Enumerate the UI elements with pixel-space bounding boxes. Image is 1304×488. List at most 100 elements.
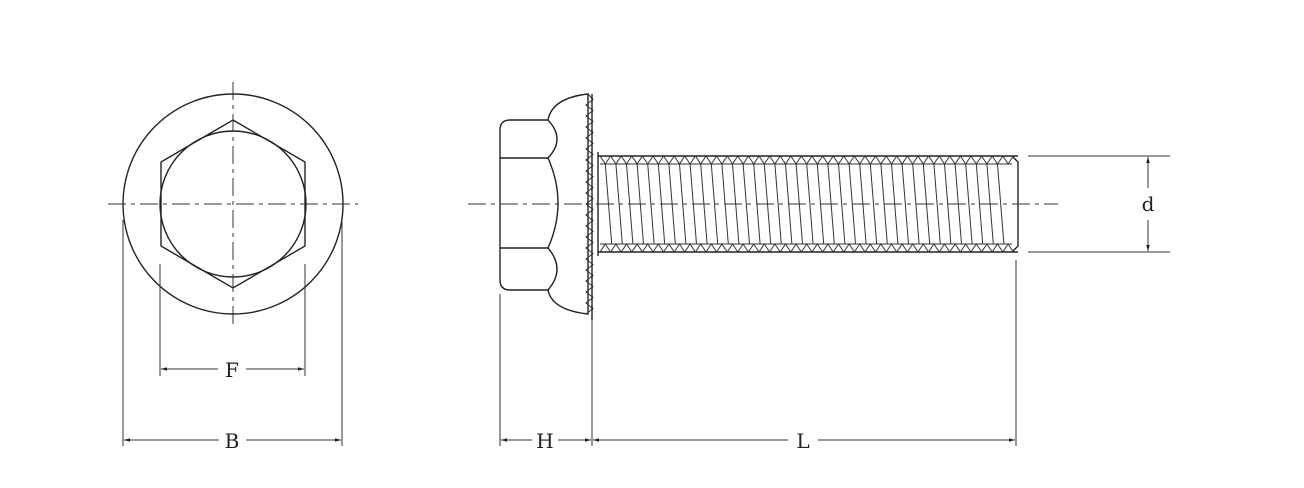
thread-flank [912,163,920,245]
dimension-label-f: F [225,358,239,382]
thread-crest [853,155,866,165]
thread-flank [679,163,687,245]
thread-crest [652,243,665,253]
thread-crest [1002,155,1014,165]
thread-crest [652,155,665,165]
thread-crest [747,243,760,253]
thread-crest [620,243,633,253]
thread-crest [875,243,887,253]
thread-crest [694,243,707,253]
thread-pattern [599,155,1014,253]
thread-crest [832,155,845,165]
thread-crest [790,243,802,253]
thread-crest [832,243,845,253]
thread-crest [1002,243,1014,253]
thread-crest [822,243,834,253]
thread-crest [864,155,877,165]
thread-crest [705,155,718,165]
thread-crest [938,243,951,253]
thread-crest [631,155,643,165]
thread-crest [705,243,718,253]
side-view: d H L [468,93,1170,453]
thread-crest [949,155,961,165]
thread-flank [869,163,878,245]
thread-crest [726,155,739,165]
thread-flank [901,163,909,245]
thread-crest [716,155,728,165]
flange-serrations [585,93,594,315]
thread-crest [843,243,855,253]
thread-crest [875,155,887,165]
thread-crest [885,155,898,165]
thread-crest [811,243,824,253]
thread-crest [663,243,675,253]
thread-crest [599,243,612,253]
thread-crest [684,155,696,165]
thread-flank [710,163,719,245]
thread-crest [896,243,908,253]
thread-flank [647,163,655,245]
thread-crest [991,155,1004,165]
thread-crest [981,243,993,253]
thread-crest [906,243,919,253]
dimension-label-h: H [536,429,553,453]
thread-crest [896,155,908,165]
thread-crest [917,243,930,253]
thread-flank [742,163,750,245]
thread-crest [641,243,654,253]
thread-flank [806,163,814,245]
thread-crest [949,243,961,253]
thread-crest [981,155,993,165]
thread-crest [737,155,749,165]
thread-crest [769,155,781,165]
thread-flank [997,163,1005,245]
thread-flank [774,163,782,245]
serration-teeth [585,93,594,315]
thread-crest [790,155,802,165]
thread-flank [965,163,973,245]
thread-crest [779,155,792,165]
thread-crest [800,155,813,165]
thread-crest [822,155,834,165]
thread-crest [938,155,951,165]
thread-crest [991,243,1004,253]
thread-crest [631,243,643,253]
thread-crest [610,243,622,253]
thread-crest [684,243,696,253]
thread-crest [970,243,983,253]
thread-crest [843,155,855,165]
thread-crest [906,155,919,165]
thread-crest [694,155,707,165]
thread-crest [928,243,940,253]
thread-crest [811,155,824,165]
thread-crest [599,155,612,165]
thread-crest [959,243,972,253]
thread-crest [885,243,898,253]
thread-flank [838,163,846,245]
thread-crest [673,243,686,253]
thread-crest [928,155,940,165]
thread-crest [800,243,813,253]
dimension-label-b: B [225,429,240,453]
thread-crest [663,155,675,165]
thread-crest [959,155,972,165]
thread-crest [758,155,771,165]
thread-flank [933,163,941,245]
thread-crest [917,155,930,165]
thread-crest [737,243,749,253]
thread-crest [970,155,983,165]
thread-crest [620,155,633,165]
thread-crest [610,155,622,165]
thread-crest [864,243,877,253]
thread-crest [779,243,792,253]
hex-head-profile [499,119,548,291]
dimension-label-l: L [796,429,809,453]
thread-crest [747,155,760,165]
end-view: F B [108,82,358,453]
thread-crest [716,243,728,253]
thread-crest [641,155,654,165]
thread-crest [726,243,739,253]
thread-crest [673,155,686,165]
thread-flank [944,163,952,245]
